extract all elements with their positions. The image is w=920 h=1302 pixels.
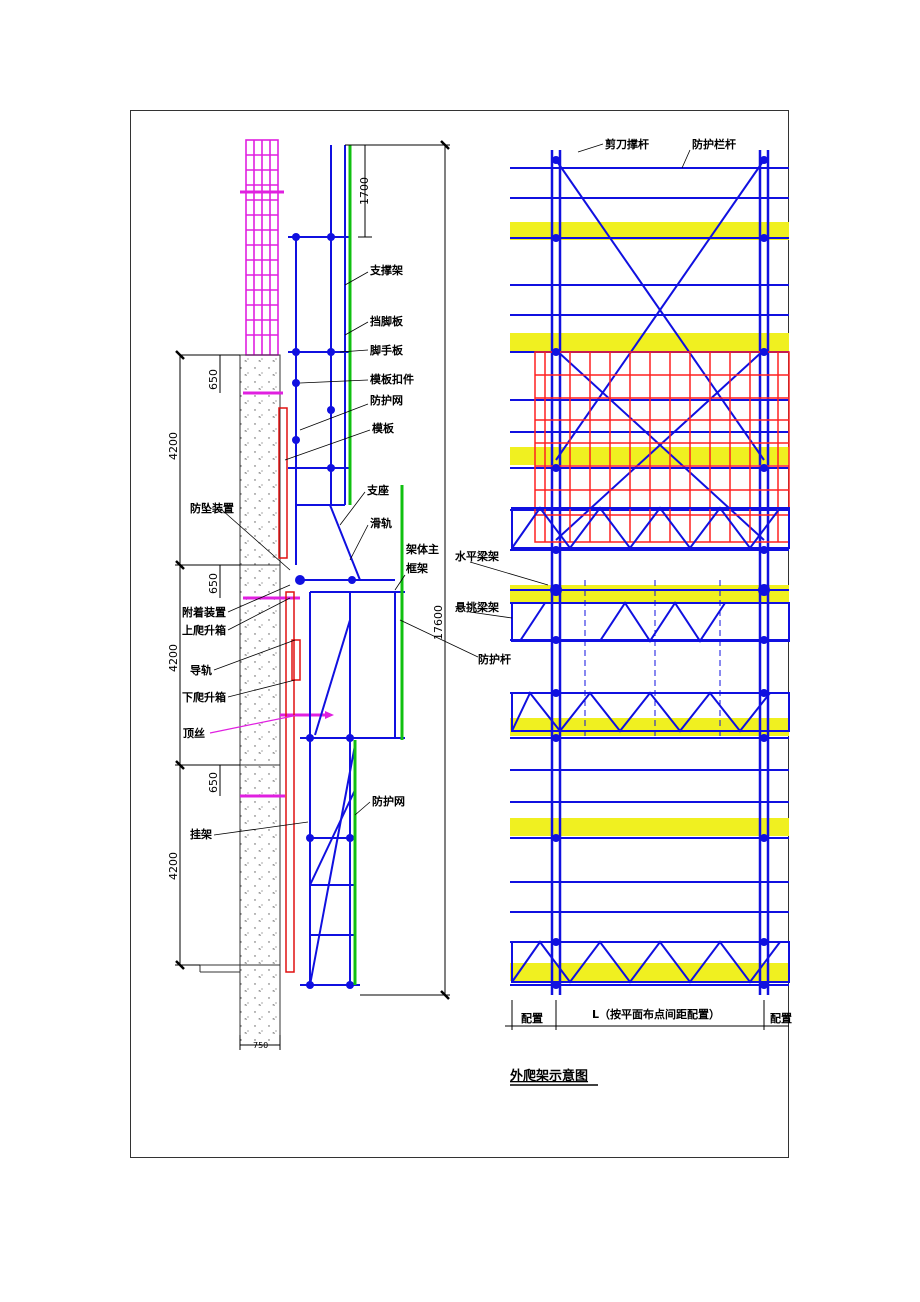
dim-750: 750 — [253, 1041, 268, 1050]
label-guard-bar: 防护杆 — [478, 652, 511, 666]
dim-650-bot: 650 — [207, 772, 220, 793]
label-attach-device: 附着装置 — [182, 605, 226, 619]
label-formwork: 模板 — [372, 421, 395, 435]
diagram-title: 外爬架示意图 — [509, 1068, 588, 1084]
dim-650-top: 650 — [207, 369, 220, 390]
label-lower-climb-box: 下爬升箱 — [182, 690, 226, 704]
label-config-right: 配置 — [770, 1011, 792, 1025]
leader-lines — [213, 271, 479, 836]
label-slide-rail: 滑轨 — [370, 516, 392, 530]
truss-girders — [511, 506, 790, 984]
dim-4200-mid: 4200 — [167, 644, 180, 672]
label-guide-rail: 导轨 — [190, 663, 212, 677]
label-scissor-brace: 剪刀撑杆 — [605, 137, 649, 151]
label-toe-board: 挡脚板 — [370, 314, 404, 328]
wall-anchors — [240, 391, 325, 798]
main-frame-side — [288, 145, 405, 986]
label-protective-net-top: 防护网 — [370, 393, 403, 407]
label-support-frame: 支撑架 — [369, 263, 403, 277]
dim-4200-top: 4200 — [167, 432, 180, 460]
label-upper-climb-box: 上爬升箱 — [182, 623, 226, 637]
label-main-frame-2: 框架 — [406, 561, 428, 575]
front-elevation: 剪刀撑杆 防护栏杆 水平梁架 悬挑梁架 防护杆 配置 L（按平面布点间距配置） … — [454, 137, 792, 1086]
label-anti-fall: 防坠装置 — [190, 501, 234, 515]
dim-650-mid: 650 — [207, 573, 220, 594]
label-config-left: 配置 — [521, 1011, 543, 1025]
label-horizontal-beam: 水平梁架 — [455, 549, 499, 563]
front-posts — [550, 150, 770, 995]
formwork-grid — [534, 351, 790, 543]
label-cantilever-beam: 悬挑梁架 — [454, 600, 499, 614]
guide-rail-side — [278, 407, 301, 973]
side-elevation: 1700 17600 650 650 650 4200 4200 4200 75… — [167, 139, 479, 1050]
dim-4200-bot: 4200 — [167, 852, 180, 880]
label-formwork-fastener: 模板扣件 — [370, 372, 414, 386]
concrete-wall — [199, 354, 281, 1046]
label-main-frame-1: 架体主 — [405, 542, 439, 556]
label-scaffold-board: 脚手板 — [370, 343, 404, 357]
dimension-lines — [175, 144, 450, 1050]
label-jack-screw: 顶丝 — [183, 726, 205, 740]
label-span: L（按平面布点间距配置） — [592, 1007, 720, 1021]
dim-17600: 17600 — [432, 605, 445, 640]
label-guard-rail: 防护栏杆 — [692, 137, 736, 151]
front-dimension — [505, 1000, 789, 1030]
dashed-verticals — [584, 580, 721, 740]
label-protective-net-bottom: 防护网 — [372, 794, 405, 808]
rebar-cage — [240, 139, 284, 356]
label-bearing: 支座 — [366, 483, 389, 497]
label-hanging-frame: 挂架 — [190, 827, 212, 841]
protective-net-side — [348, 145, 404, 985]
dim-1700: 1700 — [358, 177, 371, 205]
